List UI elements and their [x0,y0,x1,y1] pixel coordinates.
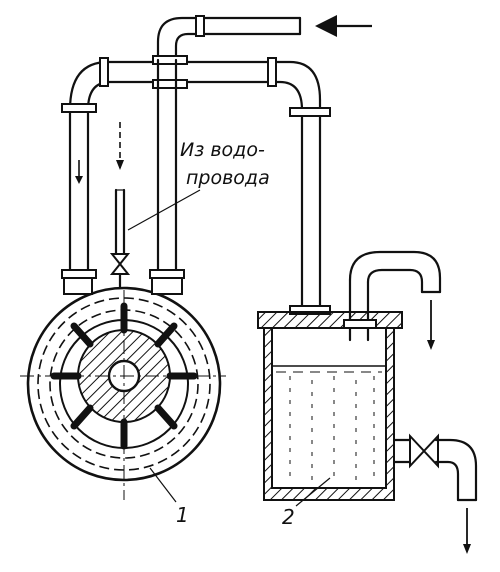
arrow-down-icon [463,508,471,554]
label-leader-line [127,189,201,231]
part-2-label: 2 [282,505,295,529]
part-1-leader [149,467,177,503]
drain-pipe [392,433,478,502]
inlet-pipe [156,15,302,62]
right-pipe [289,98,331,315]
water-supply-pipe [114,122,126,256]
part-2-leader [295,477,331,507]
gas-outlet-pipe [343,250,442,342]
middle-pipe [149,58,185,279]
arrow-down-icon [427,300,435,350]
separator-tank [257,311,403,501]
part-1-label: 1 [176,503,189,527]
water-supply-label-line2: провода [186,167,270,189]
valve-icon [109,253,131,302]
left-pipe [61,103,97,279]
liquid-ring-pump [20,277,226,500]
top-manifold [68,55,322,112]
water-supply-label-line1: Из водо- [180,139,265,161]
